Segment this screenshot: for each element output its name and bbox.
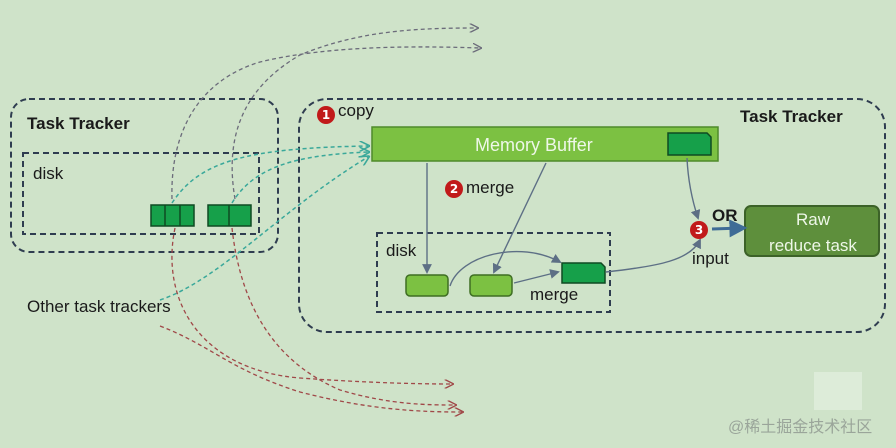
- faint-patch: [814, 372, 862, 410]
- memory-buffer-label: Memory Buffer: [475, 135, 593, 155]
- merge-lower-label: merge: [530, 285, 579, 304]
- disk-segment-2: [469, 274, 513, 297]
- outgoing-arrow-top-2: [171, 47, 480, 200]
- input-to-reduce-arrow: [711, 219, 748, 238]
- input-label: input: [692, 249, 729, 268]
- inner-disk-label: disk: [386, 241, 417, 260]
- copy-arrow-1: [171, 146, 368, 204]
- disk-to-input-arrow: [605, 238, 701, 273]
- right-tracker-title: Task Tracker: [740, 107, 843, 126]
- step-1-badge: 1: [317, 106, 335, 124]
- disk-segment-1: [405, 274, 449, 297]
- buffer-to-input-arrow: [686, 157, 701, 220]
- merge-to-disk-arrow: [492, 162, 547, 274]
- inner-disk-box: [376, 232, 611, 313]
- left-disk-label: disk: [33, 164, 64, 183]
- outgoing-arrow-bottom-3: [159, 325, 462, 412]
- outgoing-arrow-bottom-2: [231, 227, 455, 405]
- merge-upper-label: merge: [466, 178, 515, 197]
- memory-buffer: [371, 126, 719, 162]
- map-output-segment-2: [207, 204, 252, 227]
- left-task-tracker-box: [10, 98, 279, 253]
- copy-label: copy: [338, 101, 374, 120]
- left-tracker-title: Task Tracker: [27, 114, 130, 133]
- map-output-segment-1: [150, 204, 195, 227]
- other-trackers-label: Other task trackers: [27, 297, 171, 316]
- reduce-task-line-1: Raw: [795, 210, 830, 229]
- disk-merged-segment: [561, 262, 606, 284]
- copy-arrow-other: [159, 157, 368, 301]
- or-label: OR: [712, 206, 738, 225]
- reduce-task-line-2: reduce task: [769, 236, 857, 255]
- copy-arrow-2: [231, 152, 368, 204]
- merge-arc-arrow: [449, 250, 562, 287]
- reduce-task-label: Raw reduce task: [748, 207, 878, 259]
- step-3-badge: 3: [690, 221, 708, 239]
- left-disk-box: [22, 152, 260, 235]
- right-task-tracker-box: [298, 98, 886, 333]
- merge-line-arrow: [513, 269, 560, 284]
- outgoing-arrow-bottom-1: [171, 227, 452, 384]
- step-2-badge: 2: [445, 180, 463, 198]
- memory-buffer-segment: [667, 132, 712, 156]
- watermark: @稀土掘金技术社区: [728, 419, 873, 436]
